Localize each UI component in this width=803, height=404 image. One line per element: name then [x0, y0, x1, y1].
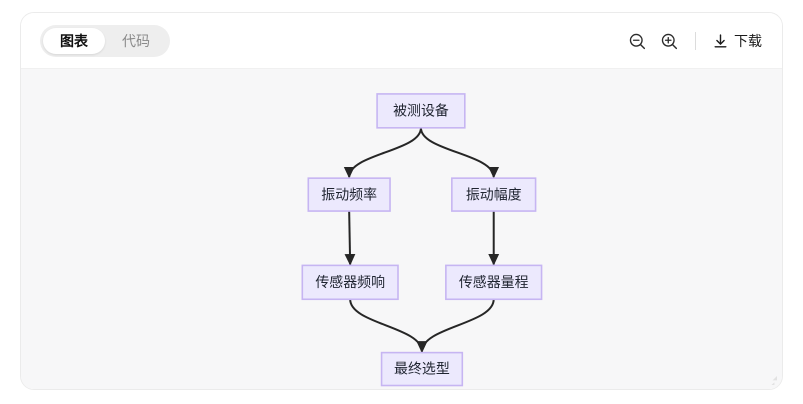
- viewer-header: 图表 代码: [21, 13, 782, 69]
- edge-layer: [343, 127, 500, 353]
- edge-sens_resp-to-final: [349, 299, 428, 353]
- zoom-in-button[interactable]: [653, 25, 685, 57]
- node-label: 振动幅度: [466, 186, 522, 202]
- header-divider: [695, 32, 696, 50]
- node-dut[interactable]: 被测设备: [376, 93, 466, 129]
- diagram-canvas[interactable]: 被测设备振动频率 振动幅度传感器频响 传感器量程最终选型: [21, 69, 782, 389]
- zoom-out-button[interactable]: [621, 25, 653, 57]
- canvas-resize-handle[interactable]: [764, 372, 778, 386]
- node-box: [301, 264, 399, 301]
- edge-dut-to-amp: [419, 127, 500, 179]
- node-label: 被测设备: [393, 103, 449, 119]
- node-box: [445, 264, 543, 301]
- edge-dut-to-freq: [343, 127, 422, 179]
- node-box: [307, 177, 391, 212]
- node-box: [380, 351, 464, 387]
- node-label: 传感器频响: [315, 274, 385, 290]
- download-button[interactable]: 下载: [706, 27, 768, 55]
- download-icon: [714, 33, 727, 47]
- node-sens_rng[interactable]: 传感器量程: [445, 264, 543, 301]
- node-final[interactable]: 最终选型: [380, 351, 464, 387]
- node-box: [451, 177, 537, 212]
- header-controls: 下载: [621, 13, 768, 69]
- node-label: 最终选型: [394, 361, 450, 377]
- tab-code[interactable]: 代码: [122, 33, 150, 49]
- node-box: [376, 93, 466, 129]
- node-freq[interactable]: 振动频率: [307, 177, 391, 212]
- tab-switcher[interactable]: 图表 代码: [40, 25, 170, 57]
- zoom-out-icon: [629, 33, 645, 49]
- node-amp[interactable]: 振动幅度: [451, 177, 537, 212]
- node-sens_resp[interactable]: 传感器频响: [301, 264, 399, 301]
- node-label: 振动频率: [321, 186, 377, 202]
- edge-sens_rng-to-final: [416, 299, 495, 353]
- zoom-in-icon: [661, 33, 677, 49]
- node-label: 传感器量程: [459, 274, 529, 290]
- download-label: 下载: [734, 33, 762, 49]
- diagram-viewer-card: 图表 代码: [20, 12, 783, 390]
- edge-freq-to-sens_resp: [344, 211, 356, 266]
- tab-chart[interactable]: 图表: [43, 28, 105, 54]
